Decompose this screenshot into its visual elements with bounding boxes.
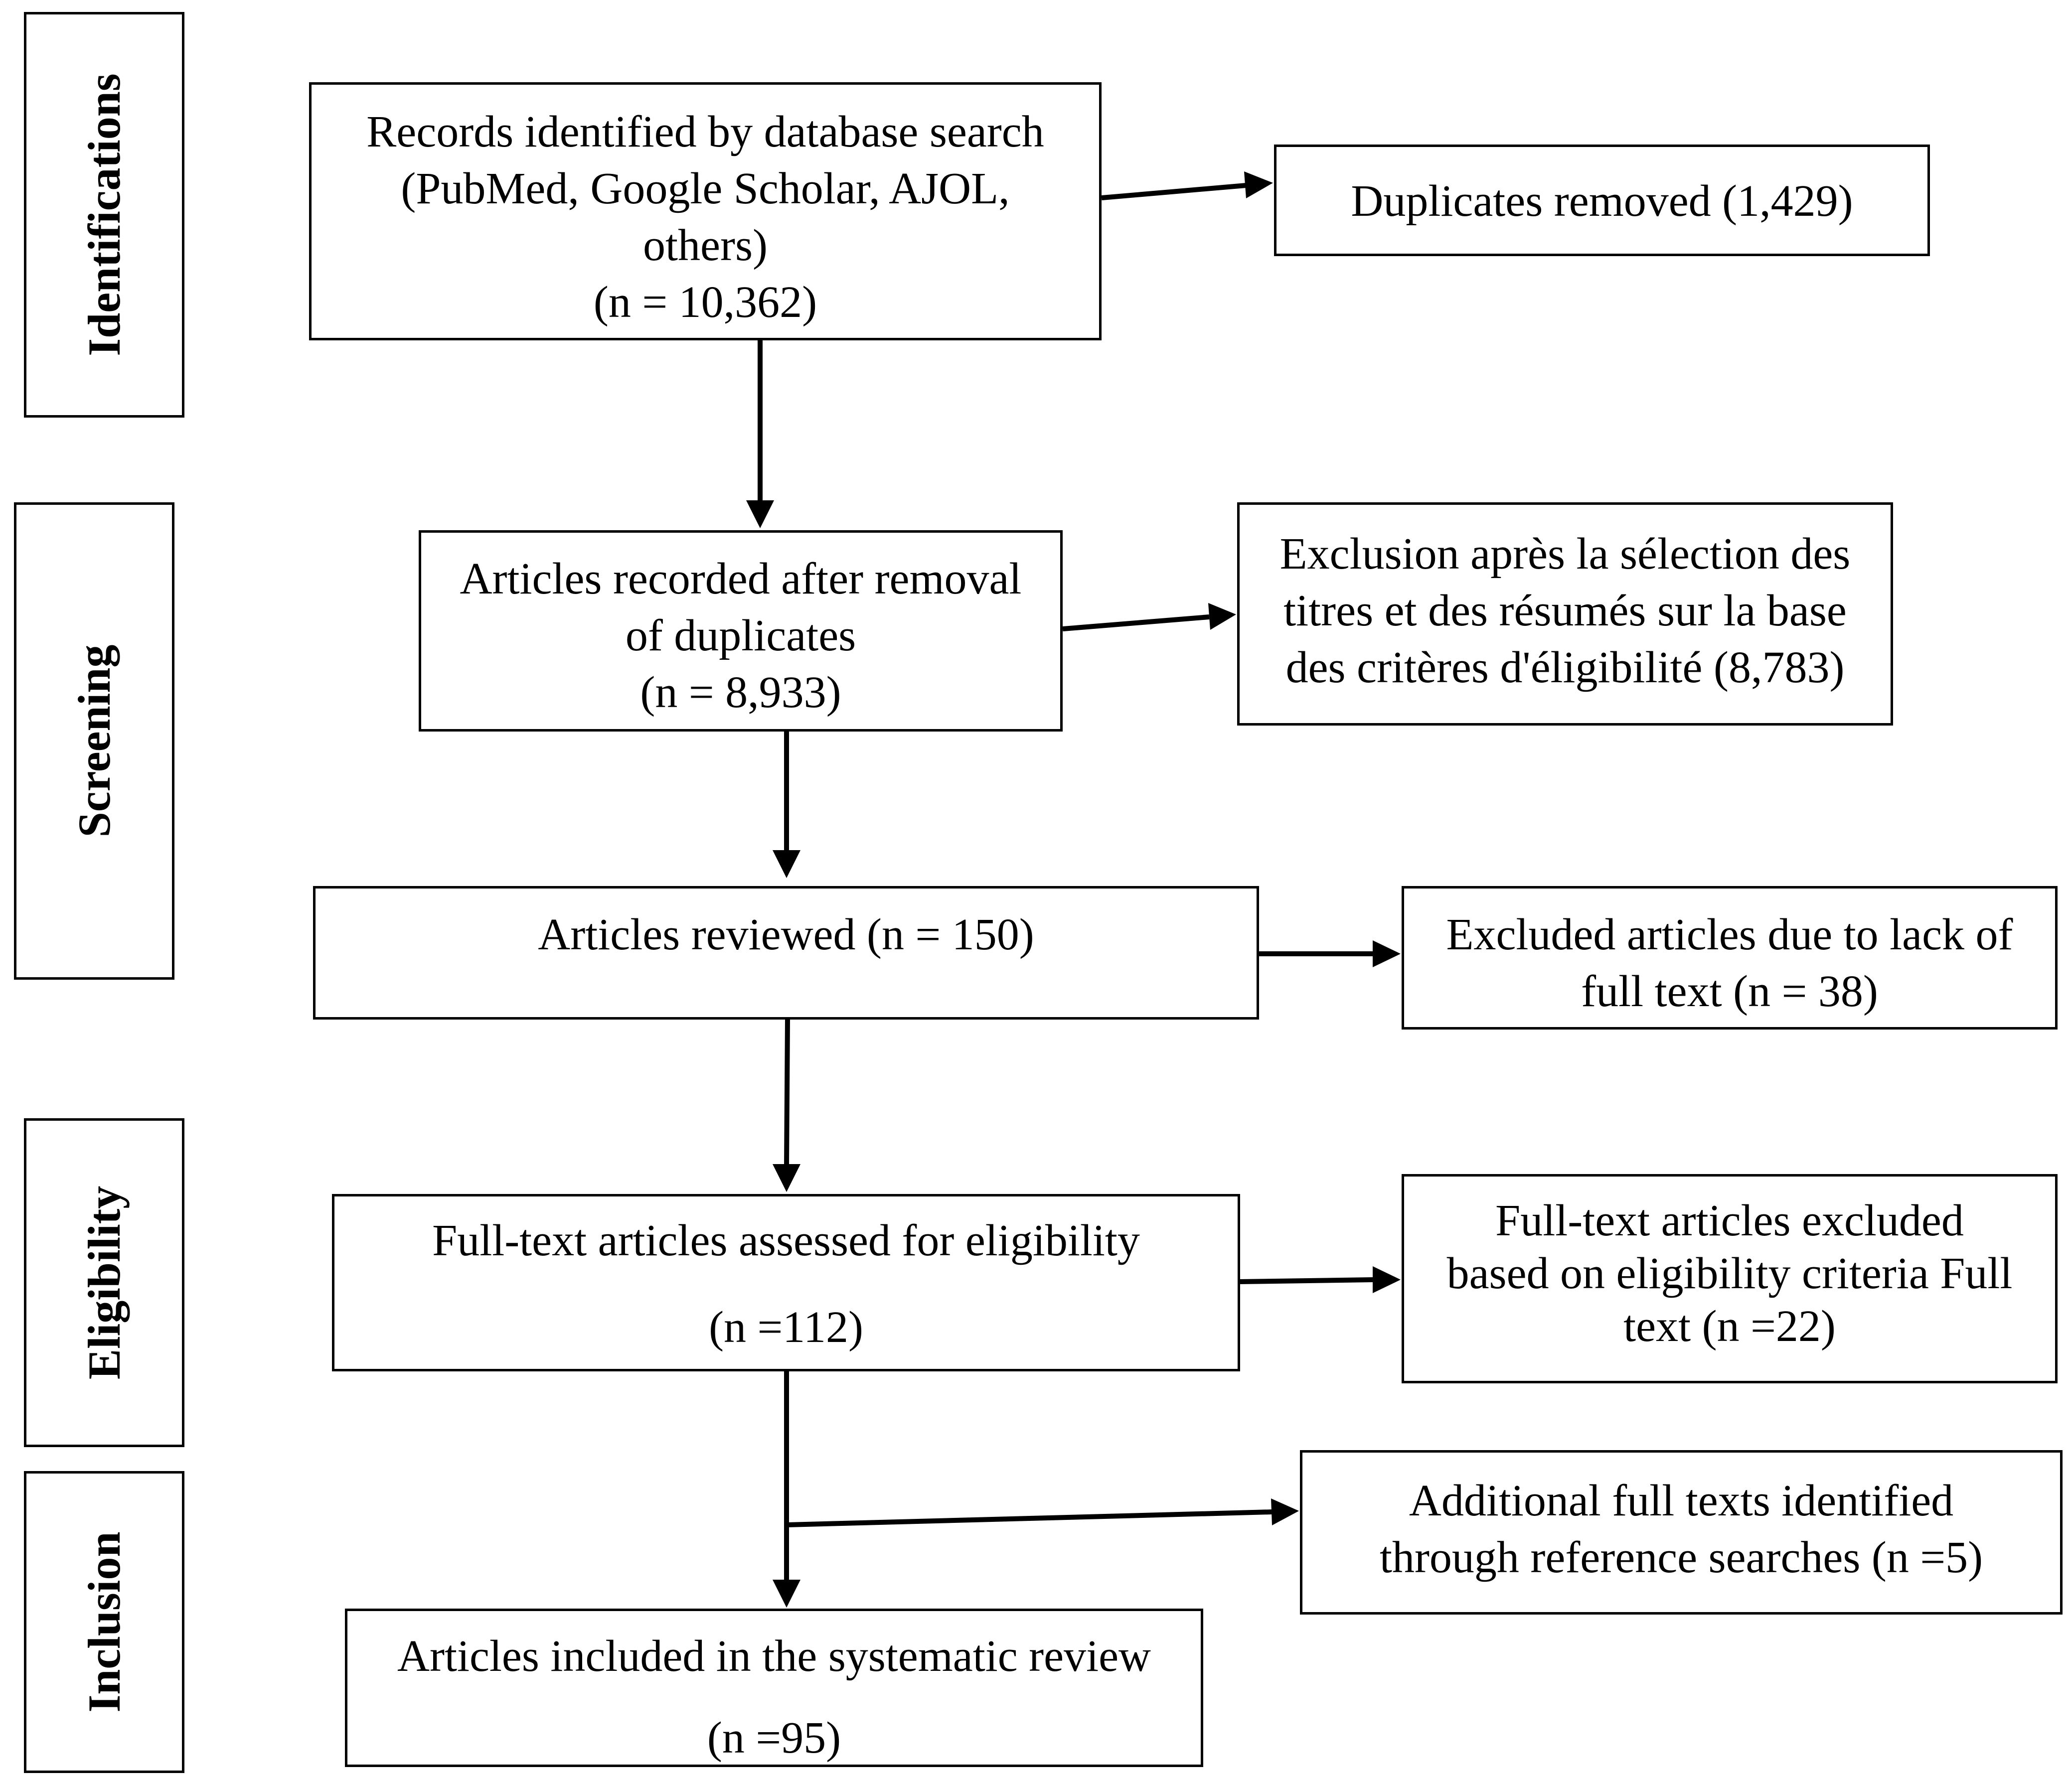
records-identified-box: Records identified by database search (P…: [309, 82, 1102, 340]
additional-line-1: Additional full texts identified: [1409, 1476, 1954, 1525]
arrowhead-reviewed: [773, 850, 800, 878]
records-line-1: Records identified by database search: [366, 107, 1044, 156]
arrowhead-assessed: [773, 1164, 800, 1192]
excluded-no-fulltext-line-2: full text (n = 38): [1581, 967, 1878, 1016]
fulltext-excluded-line-2: based on eligibility criteria Full: [1446, 1249, 2013, 1298]
after-duplicates-line-3: (n = 8,933): [640, 668, 841, 717]
excluded-no-fulltext-line-1: Excluded articles due to lack of: [1446, 910, 2013, 959]
assessed-line-1: Full-text articles assessed for eligibil…: [432, 1216, 1140, 1265]
arrowhead-duplicates: [1244, 171, 1273, 198]
arrow-after-duplicates-to-exclusion: [1062, 614, 1210, 631]
fulltext-excluded-line-3: text (n =22): [1623, 1302, 1836, 1351]
arrowhead-included: [773, 1580, 800, 1608]
excluded-no-fulltext-box: Excluded articles due to lack of full te…: [1402, 886, 2058, 1030]
after-duplicates-box: Articles recorded after removal of dupli…: [419, 530, 1063, 732]
additional-line-2: through reference searches (n =5): [1379, 1533, 1983, 1582]
arrow-records-to-duplicates: [1101, 183, 1247, 200]
exclusion-line-2: titres et des résumés sur la base: [1283, 586, 1847, 635]
records-line-3: others): [643, 221, 768, 270]
assessed-line-2: (n =112): [709, 1303, 863, 1352]
arrowhead-after-duplicates: [746, 500, 774, 528]
fulltext-excluded-line-1: Full-text articles excluded: [1495, 1196, 1964, 1245]
arrowhead-excluded: [1373, 940, 1401, 967]
additional-fulltexts-box: Additional full texts identified through…: [1300, 1450, 2063, 1615]
included-line-1: Articles included in the systematic revi…: [397, 1632, 1151, 1681]
included-line-2: (n =95): [707, 1713, 841, 1763]
records-line-4: (n = 10,362): [593, 278, 817, 327]
records-line-2: (PubMed, Google Scholar, AJOL,: [401, 164, 1010, 213]
arrowhead-exclusion: [1208, 603, 1236, 630]
phase-identification: Identifications: [24, 12, 184, 418]
arrow-branch-to-additional: [786, 1509, 1273, 1527]
reviewed-line-1: Articles reviewed (n = 150): [538, 910, 1034, 959]
arrow-assessed-to-fulltext-excluded: [1240, 1277, 1374, 1284]
after-duplicates-line-1: Articles recorded after removal: [460, 554, 1022, 603]
phase-screening: Screening: [14, 502, 174, 980]
exclusion-line-1: Exclusion après la sélection des: [1279, 529, 1851, 579]
articles-included-box: Articles included in the systematic revi…: [345, 1609, 1203, 1767]
arrowhead-additional: [1271, 1498, 1299, 1525]
duplicates-line-1: Duplicates removed (1,429): [1351, 176, 1853, 226]
fulltext-assessed-box: Full-text articles assessed for eligibil…: [332, 1194, 1240, 1371]
arrowhead-fulltext-excluded: [1373, 1266, 1401, 1293]
phase-eligibility: Eligibility: [24, 1118, 184, 1447]
after-duplicates-line-2: of duplicates: [625, 611, 856, 660]
arrow-reviewed-to-assessed: [784, 1019, 790, 1167]
phase-inclusion: Inclusion: [24, 1471, 184, 1773]
articles-reviewed-box: Articles reviewed (n = 150): [313, 886, 1259, 1020]
duplicates-removed-box: Duplicates removed (1,429): [1274, 145, 1930, 256]
exclusion-line-3: des critères d'éligibilité (8,783): [1285, 643, 1845, 692]
title-abstract-exclusion-box: Exclusion après la sélection des titres …: [1237, 502, 1893, 726]
fulltext-excluded-box: Full-text articles excluded based on eli…: [1402, 1174, 2058, 1383]
